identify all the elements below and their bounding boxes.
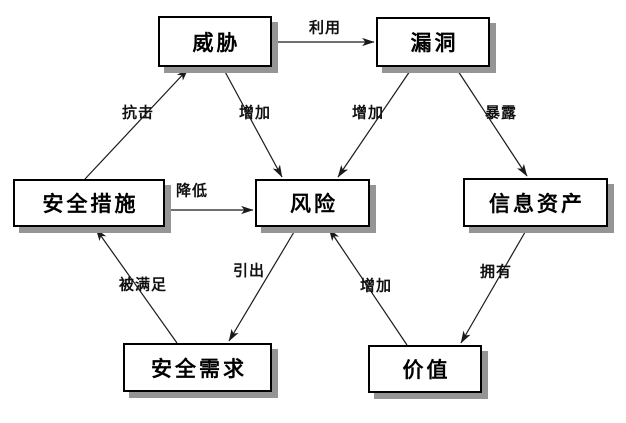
edge-possess-line [460, 226, 529, 344]
edge-reduce-label: 降低 [175, 181, 209, 200]
edge-exploit-label: 利用 [308, 18, 342, 37]
node-threat: 威胁 [158, 16, 272, 67]
node-security-measures: 安全措施 [13, 179, 165, 227]
edge-increase-value-label: 增加 [359, 276, 393, 295]
edge-increase-threat-label: 增加 [238, 103, 272, 122]
edge-satisfied-by-label: 被满足 [118, 275, 168, 294]
node-information-assets: 信息资产 [463, 178, 608, 227]
node-risk: 风险 [255, 179, 370, 227]
edge-increase-vuln-line [337, 67, 413, 178]
edge-lead-to-label: 引出 [232, 261, 266, 280]
edge-increase-threat-line [222, 67, 283, 178]
node-vulnerability: 漏洞 [376, 17, 490, 67]
edge-possess-label: 拥有 [479, 262, 513, 281]
edge-increase-value-line [328, 228, 408, 346]
edge-expose-line [455, 67, 528, 177]
edge-lead-to-line [228, 226, 298, 342]
edge-resist-line [84, 68, 189, 180]
node-security-requirements: 安全需求 [123, 343, 272, 392]
edge-resist-label: 抗击 [121, 103, 155, 122]
node-value: 价值 [368, 345, 482, 393]
edge-increase-vuln-label: 增加 [351, 103, 385, 122]
edge-satisfied-by-line [95, 228, 178, 344]
edge-expose-label: 暴露 [484, 103, 518, 122]
